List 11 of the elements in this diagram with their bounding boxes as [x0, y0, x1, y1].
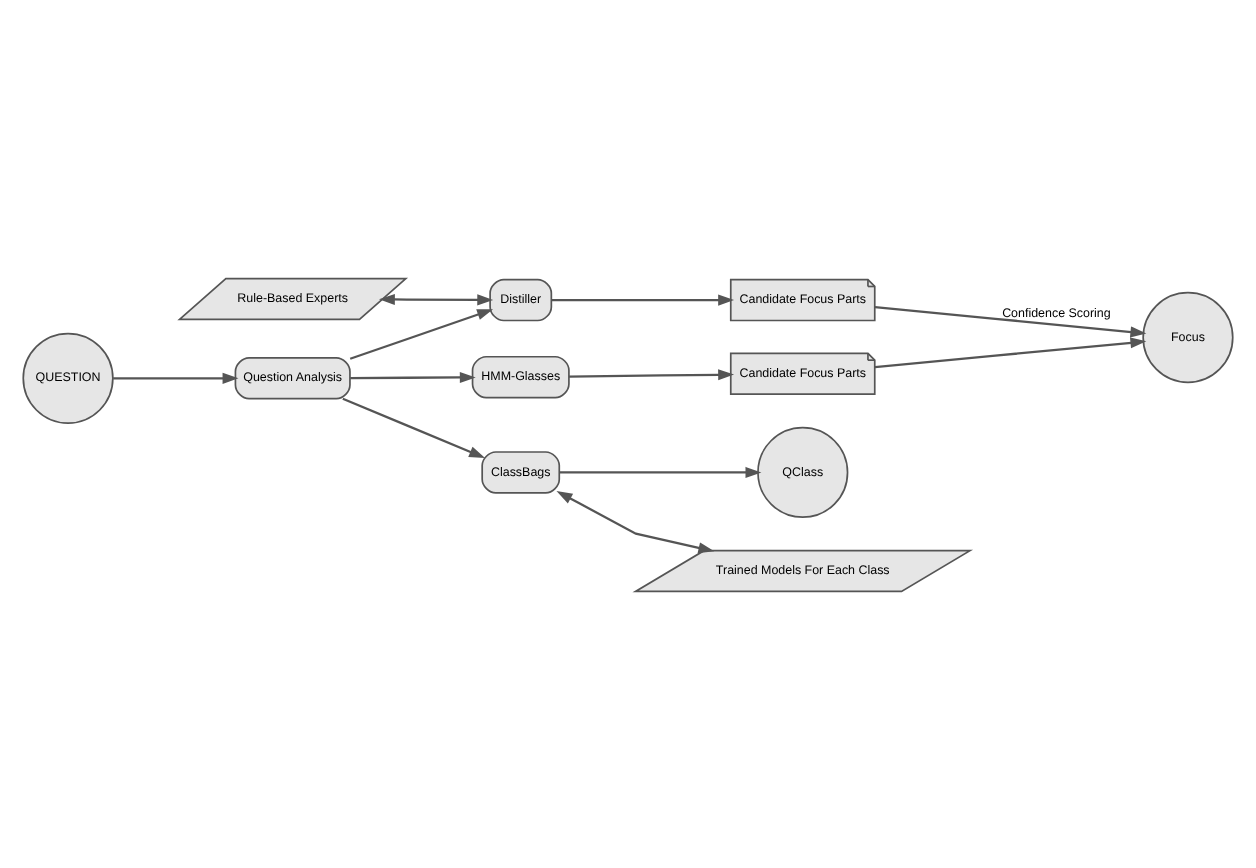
arrow	[556, 490, 715, 553]
arrow	[874, 336, 1147, 368]
arrow	[559, 465, 762, 477]
arrow	[569, 368, 735, 380]
arrow	[349, 308, 494, 359]
arrow	[342, 396, 486, 458]
arrow	[350, 370, 476, 383]
arrow	[874, 304, 1147, 337]
arrow	[378, 292, 494, 305]
arrow	[551, 293, 735, 305]
arrow	[113, 371, 239, 383]
